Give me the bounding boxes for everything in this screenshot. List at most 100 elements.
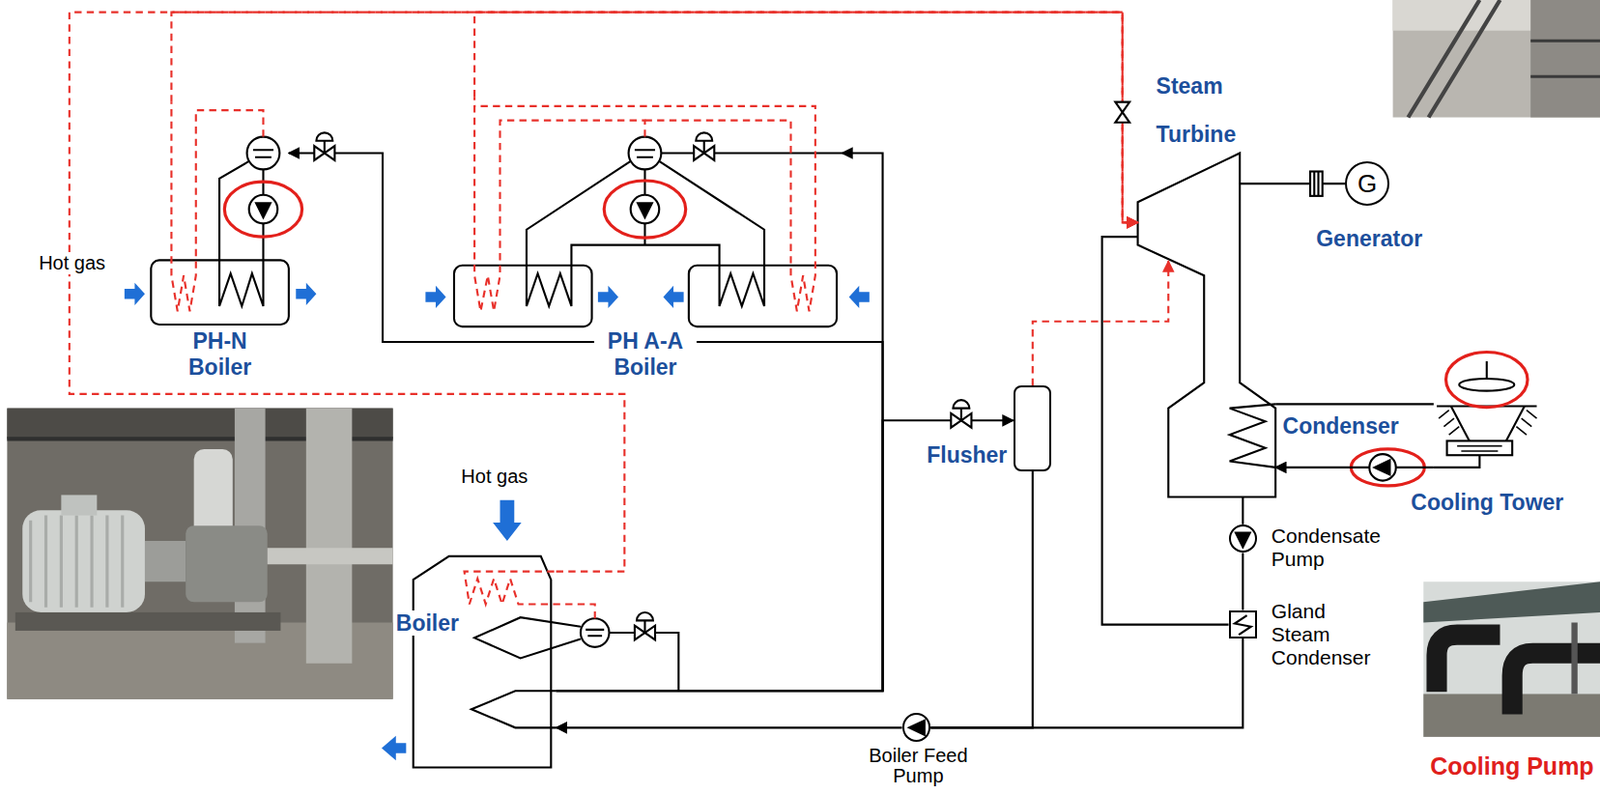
photo-turbine-hall <box>1407 0 1500 118</box>
valve-symbol <box>315 132 333 141</box>
gas-flow-arrow <box>124 283 145 306</box>
water-pipe <box>930 471 1033 728</box>
photo-pump-station <box>15 612 282 631</box>
cooling-tower-drawing <box>1433 361 1538 468</box>
photo-pump-station <box>185 525 267 602</box>
ph-aa-boiler-drawing <box>526 161 765 307</box>
valve-symbol <box>314 102 1130 429</box>
cooling-tower: Cooling Tower <box>1433 351 1542 472</box>
boiler-unit: Boiler <box>407 556 556 769</box>
node-label: G <box>1346 163 1388 204</box>
boiler-unit: PH A-A Boiler <box>449 96 843 329</box>
photo-cooling-pump <box>1423 581 1600 738</box>
water-pipe <box>1241 552 1244 610</box>
photo-turbine-hall <box>1530 0 1600 118</box>
steam-pipe <box>464 571 596 620</box>
node-label: Condensate Pump <box>1271 524 1395 572</box>
heat-exchanger-symbol <box>1234 615 1252 635</box>
node-label: PH-N Boiler <box>169 328 272 380</box>
photo-turbine-hall <box>1393 0 1600 118</box>
photo-cooling-pump <box>1423 581 1600 738</box>
heat-exchanger: Gland Steam Condenser <box>1228 610 1258 640</box>
cooling-tower-drawing <box>1447 440 1514 456</box>
ph-n-boiler-drawing <box>249 195 279 225</box>
node-label: Cooling Tower <box>1398 489 1577 515</box>
ph-n-boiler-drawing <box>247 137 281 171</box>
highlight-circle <box>1446 352 1528 408</box>
ph-aa-boiler-drawing <box>634 149 656 157</box>
pump-symbol <box>1374 460 1391 476</box>
steam-pipe <box>171 102 263 313</box>
gas-flow-arrow <box>849 285 870 309</box>
coupling-symbol <box>1310 171 1323 197</box>
main-boiler-drawing <box>643 620 646 633</box>
main-boiler-drawing <box>609 632 680 691</box>
pump-symbol <box>1369 454 1396 481</box>
photo-pump-station <box>60 494 97 515</box>
annotation-label: Hot gas <box>460 465 553 488</box>
main-boiler-drawing <box>636 612 654 621</box>
photo-cooling-pump <box>1436 634 1500 692</box>
pump-symbol: Boiler Feed Pump <box>902 713 932 743</box>
steam-pipe <box>69 12 1139 572</box>
steam-turbine: Steam Turbine <box>1138 152 1241 261</box>
coupling-symbol <box>1314 171 1318 197</box>
generator-circle: GGenerator <box>1344 161 1390 206</box>
gas-flow-arrow <box>381 736 406 761</box>
heat-exchanger-symbol <box>1234 615 1252 635</box>
photo-turbine-hall <box>1393 0 1600 118</box>
cooling-tower-drawing <box>1451 406 1525 442</box>
annotation-label: Cooling Pump <box>1418 752 1595 781</box>
photo-pump-station <box>6 408 393 700</box>
main-boiler-drawing <box>413 556 680 769</box>
highlight-circle <box>224 181 302 237</box>
ph-aa-boiler-drawing <box>703 141 706 154</box>
photo-turbine-hall <box>1530 40 1600 77</box>
photo-pump-station <box>144 541 186 582</box>
gas-flow-arrow <box>124 283 870 761</box>
boiler-unit: PH-N Boiler <box>150 102 289 325</box>
photo-cooling-pump <box>1423 581 1600 623</box>
pump-symbol <box>1235 533 1251 548</box>
gas-flow-arrow <box>425 285 446 309</box>
annotation-label: Hot gas <box>38 252 120 275</box>
flusher-vessel: Flusher <box>1013 385 1052 472</box>
node-label: PH A-A Boiler <box>594 328 697 380</box>
ph-aa-boiler-drawing <box>628 137 662 171</box>
water-pipe <box>556 726 903 729</box>
node-label: Boiler Feed Pump <box>853 745 984 787</box>
gas-flow-arrow <box>598 285 619 309</box>
valve-symbol <box>952 400 970 408</box>
ph-aa-boiler-drawing <box>695 132 713 141</box>
valve-symbol <box>960 408 963 422</box>
ph-aa-boiler-drawing <box>630 195 660 225</box>
steam-pipe <box>1032 260 1169 386</box>
turbine-drawing <box>1138 152 1277 497</box>
water-pipe <box>1241 496 1244 525</box>
water-pipe <box>1102 236 1229 625</box>
water-pipe <box>1239 182 1345 185</box>
node-label: Flusher <box>892 442 1007 468</box>
pump-symbol: Condensate Pump <box>1228 524 1258 554</box>
turbine-drawing <box>1138 152 1277 497</box>
main-boiler-drawing <box>471 690 557 728</box>
photo-pump-station <box>30 515 123 608</box>
water-pipe <box>1275 466 1434 469</box>
node-label: Condenser <box>1283 413 1436 439</box>
main-boiler-drawing <box>413 556 552 769</box>
cooling-tower-drawing <box>1458 378 1515 392</box>
ph-n-boiler-drawing <box>256 202 271 218</box>
valve-symbol <box>1114 102 1130 123</box>
gas-flow-arrow <box>492 500 522 542</box>
photo-cooling-pump <box>1571 622 1577 694</box>
cooling-tower-drawing <box>1457 446 1502 452</box>
node-label: Generator <box>1297 226 1441 252</box>
gas-flow-arrow <box>662 285 684 309</box>
node-label: Steam Turbine <box>1156 61 1259 159</box>
photo-pump-station <box>22 510 145 613</box>
photo-pump-station <box>6 408 393 700</box>
photo-pump-station <box>306 408 353 664</box>
highlight-circle <box>224 180 1528 486</box>
